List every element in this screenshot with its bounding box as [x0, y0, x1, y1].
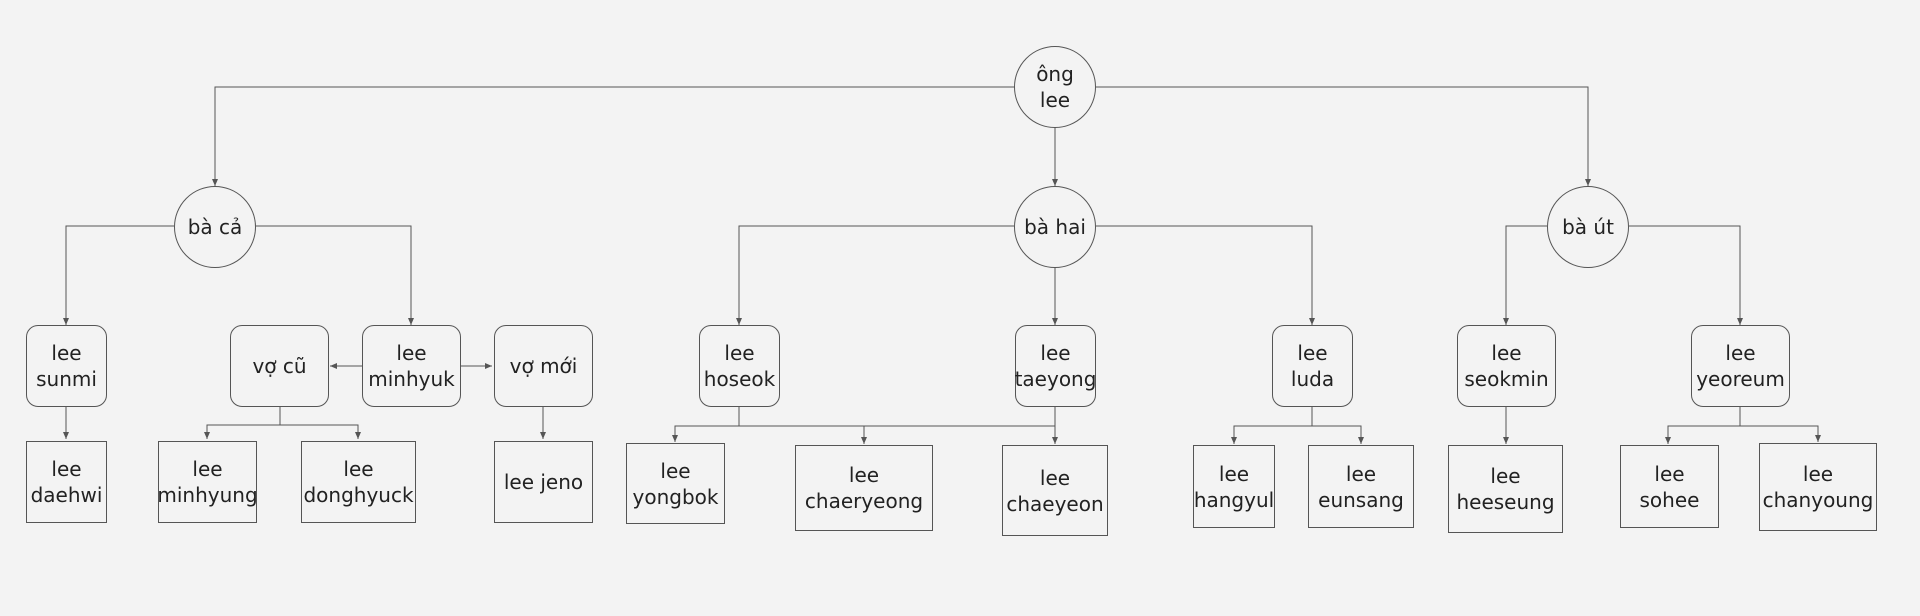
node-lee-jeno: lee jeno [494, 441, 593, 523]
edge-ba-ut-yeoreum [1629, 225, 1743, 325]
edge-ba-ut-seokmin [1503, 225, 1547, 325]
node-lee-eunsang: lee eunsang [1308, 445, 1414, 528]
edge-vo-cu-donghyuck [280, 424, 361, 439]
node-lee-seokmin: lee seokmin [1457, 325, 1556, 407]
node-ba-ca: bà cả [174, 186, 256, 268]
edge-to-yongbok [672, 425, 739, 442]
edge-ba-ca-minhyuk [256, 225, 414, 325]
node-vo-moi: vợ mới [494, 325, 593, 407]
edge-ba-hai-hoseok [736, 225, 1014, 325]
node-lee-chaeryeong: lee chaeryeong [795, 445, 933, 531]
node-lee-minhyung: lee minhyung [157, 441, 258, 523]
node-lee-minhyuk: lee minhyuk [362, 325, 461, 407]
edge-luda-eunsang [1312, 425, 1364, 444]
edge-ong-lee-ba-ca [212, 86, 1014, 186]
node-vo-cu: vợ cũ [230, 325, 329, 407]
node-lee-hoseok: lee hoseok [699, 325, 780, 407]
node-lee-chanyoung: lee chanyoung [1759, 443, 1877, 531]
edge-hoseok-taeyong-link [738, 407, 1056, 427]
node-lee-heeseung: lee heeseung [1448, 445, 1563, 533]
node-lee-chaeyeon: lee chaeyeon [1002, 445, 1108, 536]
node-lee-daehwi: lee daehwi [26, 441, 107, 523]
node-lee-yeoreum: lee yeoreum [1691, 325, 1790, 407]
node-lee-luda: lee luda [1272, 325, 1353, 407]
edge-yeoreum-chanyoung [1740, 425, 1821, 442]
node-ba-hai: bà hai [1014, 186, 1096, 268]
node-lee-hangyul: lee hangyul [1193, 445, 1275, 528]
node-lee-yongbok: lee yongbok [626, 443, 725, 524]
edge-ba-ca-sunmi [63, 225, 174, 325]
edge-ba-hai-luda [1096, 225, 1315, 325]
node-lee-donghyuck: lee donghyuck [301, 441, 416, 523]
node-ba-ut: bà út [1547, 186, 1629, 268]
node-lee-sunmi: lee sunmi [26, 325, 107, 407]
edge-vo-cu-children [204, 407, 281, 439]
edge-yeoreum-sohee [1665, 407, 1741, 444]
edge-ong-lee-ba-ut [1096, 86, 1591, 186]
node-lee-taeyong: lee taeyong [1015, 325, 1096, 407]
node-ong-lee: ông lee [1014, 46, 1096, 128]
node-lee-sohee: lee sohee [1620, 445, 1719, 528]
edge-luda-hangyul [1231, 407, 1313, 444]
